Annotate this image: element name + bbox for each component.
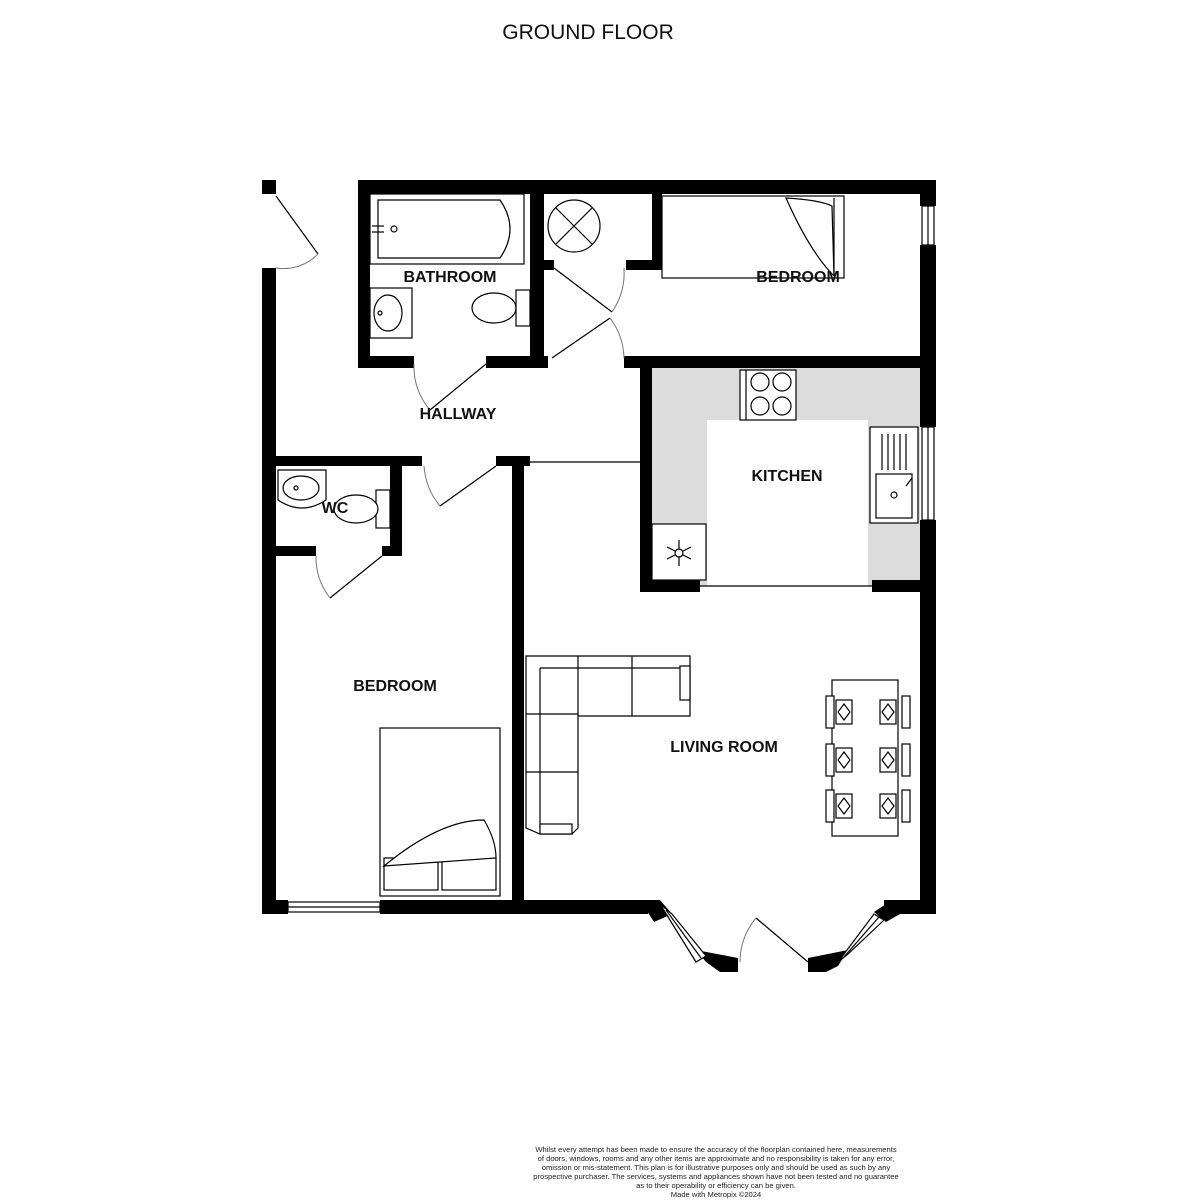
disclaimer-line: Whilst every attempt has been made to en… xyxy=(535,1145,897,1154)
disclaimer-line: prospective purchaser. The services, sys… xyxy=(533,1172,898,1181)
disclaimer-line: omission or mis-statement. This plan is … xyxy=(542,1163,891,1172)
wc-toilet-icon xyxy=(333,489,391,529)
walls xyxy=(262,180,936,972)
room-label-bedroom-top: BEDROOM xyxy=(756,269,840,286)
sink-icon xyxy=(869,426,919,524)
room-label-bathroom: BATHROOM xyxy=(403,269,496,286)
windows xyxy=(287,205,935,963)
disclaimer-line: of doors, windows, rooms and any other i… xyxy=(538,1154,895,1163)
room-label-living-room: LIVING ROOM xyxy=(670,739,778,756)
dining-table-icon xyxy=(825,679,911,837)
disclaimer-line: as to their operability or efficiency ca… xyxy=(636,1181,796,1190)
bathroom-basin-icon xyxy=(369,287,413,339)
disclaimer: Whilst every attempt has been made to en… xyxy=(533,1145,898,1199)
disclaimer-credit: Made with Metropix ©2024 xyxy=(671,1190,761,1199)
wc-basin-icon xyxy=(277,469,327,509)
bathroom-toilet-icon xyxy=(471,289,531,327)
double-bed-icon xyxy=(379,727,501,897)
room-label-wc: WC xyxy=(322,500,349,517)
sofa-icon xyxy=(525,655,691,835)
fridge-icon xyxy=(651,523,707,581)
bed-icon xyxy=(661,195,845,279)
hob-icon xyxy=(739,369,797,421)
floor-title: GROUND FLOOR xyxy=(502,21,674,44)
room-label-bedroom-left: BEDROOM xyxy=(353,678,437,695)
room-label-kitchen: KITCHEN xyxy=(751,468,822,485)
room-label-hallway: HALLWAY xyxy=(420,406,497,423)
boiler-icon xyxy=(547,199,601,253)
doors xyxy=(275,195,809,963)
bathtub-icon xyxy=(369,193,525,265)
